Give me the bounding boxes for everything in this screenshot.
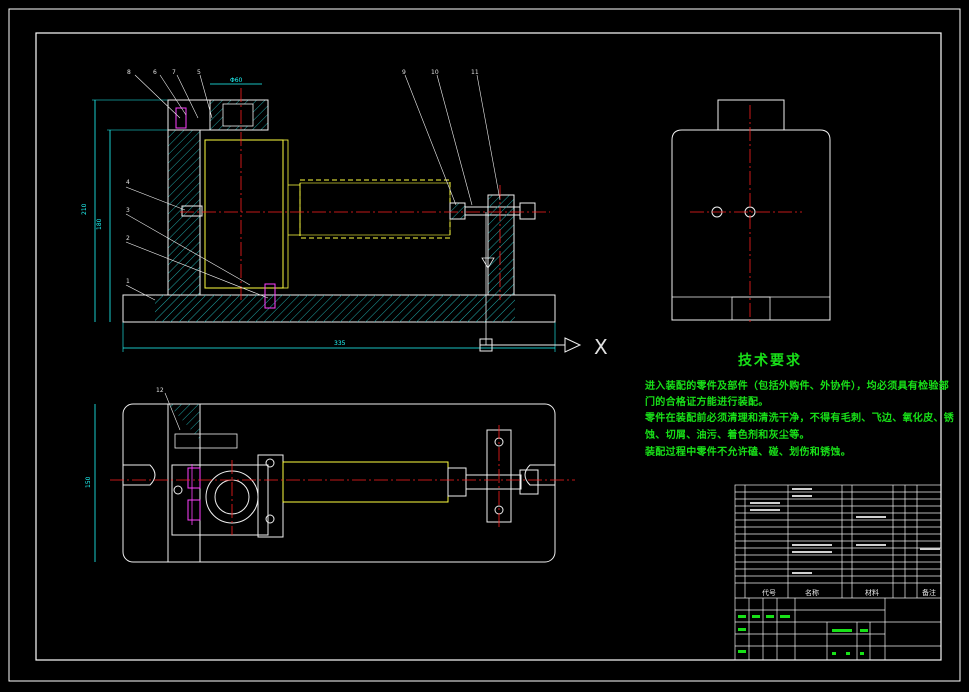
callout-5: 5 xyxy=(197,69,201,76)
technical-requirement-line-3: 零件在装配前必须清理和清洗干净，不得有毛刺、飞边、氧化皮、锈 xyxy=(645,413,954,424)
callout-8: 8 xyxy=(127,69,131,76)
outer-sheet-border xyxy=(8,8,961,682)
svg-text:335: 335 xyxy=(334,340,346,347)
callout-10: 10 xyxy=(431,69,439,76)
callout-12: 12 xyxy=(156,387,164,394)
part-callouts: 8 6 7 5 4 3 2 1 9 10 11 12 xyxy=(125,69,501,431)
svg-text:150: 150 xyxy=(85,476,92,488)
technical-requirement-line-4: 蚀、切屑、油污、着色剂和灰尘等。 xyxy=(645,430,810,441)
side-view xyxy=(671,99,831,325)
callout-3: 3 xyxy=(126,207,130,214)
x-axis-label: X xyxy=(594,335,608,359)
svg-text:180: 180 xyxy=(96,218,103,230)
callout-7: 7 xyxy=(172,69,176,76)
svg-text:210: 210 xyxy=(81,203,88,215)
callout-9: 9 xyxy=(402,69,406,76)
title-block-remark-header: 备注 xyxy=(922,589,936,597)
title-block-name-header: 名称 xyxy=(805,589,819,597)
technical-requirement-line-5: 装配过程中零件不允许磕、碰、划伤和锈蚀。 xyxy=(645,447,851,458)
title-block-code-header: 代号 xyxy=(762,589,776,597)
svg-text:Φ60: Φ60 xyxy=(230,77,243,84)
technical-requirement-line-1: 进入装配的零件及部件（包括外购件、外协件），均必须具有检验部 xyxy=(645,381,949,392)
title-block-material-header: 材料 xyxy=(865,589,879,597)
callout-6: 6 xyxy=(153,69,157,76)
technical-requirements-title: 技术要求 xyxy=(738,353,802,369)
callout-11: 11 xyxy=(471,69,479,76)
front-view: 210 180 335 Φ60 xyxy=(81,77,582,353)
technical-requirement-line-2: 门的合格证方能进行装配。 xyxy=(645,397,769,408)
drawing-frame xyxy=(35,32,942,661)
title-block xyxy=(734,484,942,661)
top-view: 150 xyxy=(85,403,575,563)
callout-1: 1 xyxy=(126,278,130,285)
callout-4: 4 xyxy=(126,179,130,186)
callout-2: 2 xyxy=(126,235,130,242)
